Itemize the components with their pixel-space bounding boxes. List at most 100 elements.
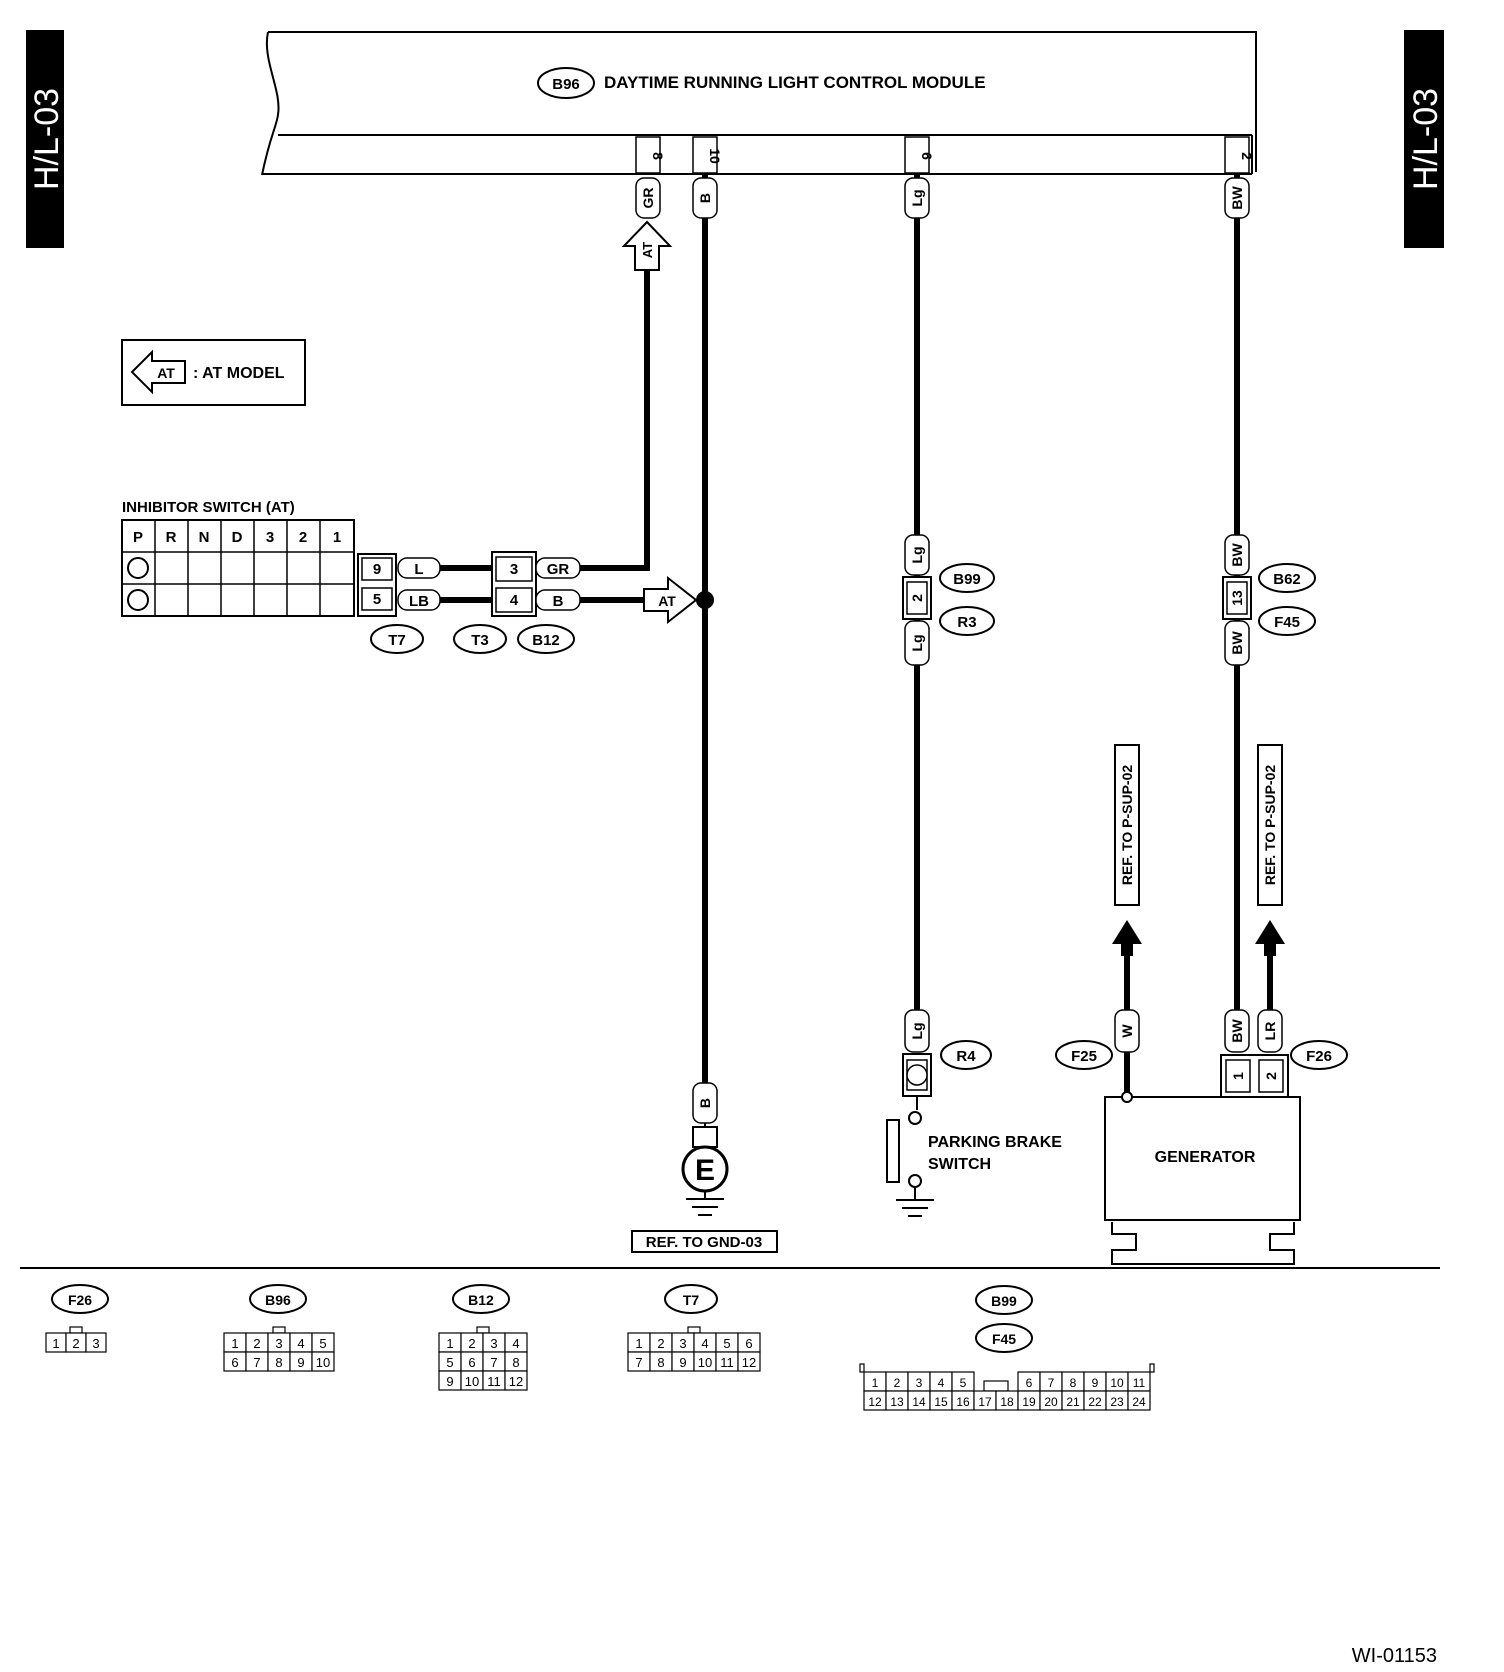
- t7-pin-label: 7: [635, 1355, 642, 1370]
- b99-pin-label: 6: [1026, 1376, 1033, 1390]
- b96-cell: [311, 1351, 335, 1372]
- parking-brake-wire-tag: Lg: [909, 1022, 925, 1039]
- b96-pin-label: 6: [231, 1355, 238, 1370]
- psup-ref-right: REF. TO P-SUP-02: [1255, 744, 1285, 956]
- label-t3: T3: [471, 632, 489, 649]
- ground-symbol: E: [695, 1154, 715, 1187]
- lg-joint: Lg 2 Lg B99 R3: [902, 534, 995, 666]
- pin-6-number: 6: [919, 152, 935, 160]
- b96-pin-label: 1: [231, 1336, 238, 1351]
- b12-pin-label: 1: [446, 1336, 453, 1351]
- inhibitor-connector-labels: T7 T3 B12: [370, 624, 575, 654]
- view-t7-label: T7: [683, 1292, 700, 1308]
- b99-pin-label: 4: [938, 1376, 945, 1390]
- b96-pin-label: 4: [297, 1336, 304, 1351]
- ground-e: B E REF. TO GND-03: [631, 1082, 778, 1253]
- at-arrow-up: AT: [621, 220, 673, 271]
- b99-pin-label: 21: [1066, 1395, 1080, 1409]
- pos-2: 2: [299, 529, 307, 546]
- b96-pin-label: 2: [253, 1336, 260, 1351]
- b99-pin-label: 9: [1092, 1376, 1099, 1390]
- psup-ref-left: REF. TO P-SUP-02: [1112, 744, 1142, 956]
- pin-8-number: 8: [650, 152, 666, 160]
- view-f45-label: F45: [992, 1331, 1016, 1347]
- ground-ref: REF. TO GND-03: [646, 1234, 762, 1251]
- generator-wire-bw: BW: [1229, 1019, 1245, 1043]
- at-legend: AT : AT MODEL: [121, 339, 306, 406]
- b99-latch: [983, 1380, 1009, 1392]
- b99-pin-label: 18: [1000, 1395, 1014, 1409]
- generator-wire-lr: LR: [1262, 1022, 1278, 1041]
- t7-wire-l: L: [414, 561, 423, 578]
- generator: GENERATOR W F25 BW LR 1 2 F26: [1055, 1009, 1348, 1265]
- b12-wire-b: B: [553, 593, 564, 610]
- label-b12: B12: [532, 632, 560, 649]
- b99-pin-label: 1: [872, 1376, 879, 1390]
- view-b99-label: B99: [991, 1293, 1017, 1309]
- view-b12-label: B12: [468, 1292, 494, 1308]
- t7-pin-label: 8: [657, 1355, 664, 1370]
- b99-pin-label: 11: [1133, 1376, 1146, 1390]
- psup-ref-left-text: REF. TO P-SUP-02: [1119, 765, 1135, 886]
- t7-pin-label: 11: [720, 1355, 734, 1370]
- legend-symbol: AT: [157, 365, 175, 381]
- footer-id: WI-01153: [1352, 1645, 1437, 1667]
- t7-pin-label: 9: [679, 1355, 686, 1370]
- b12-pin-label: 8: [512, 1355, 519, 1370]
- label-f25: F25: [1071, 1048, 1097, 1065]
- page-tab-right-text: H/L-03: [1407, 88, 1445, 190]
- t7-connector: 9 5 L LB: [357, 553, 441, 617]
- b12-pin-label: 11: [487, 1374, 501, 1389]
- bw-joint: BW 13 BW B62 F45: [1222, 534, 1316, 666]
- parking-brake-title-1: PARKING BRAKE: [928, 1134, 1062, 1151]
- b99-pin-label: 16: [956, 1395, 970, 1409]
- label-b99: B99: [953, 571, 981, 588]
- pos-n: N: [199, 529, 210, 546]
- t7-pin-label: 6: [745, 1336, 752, 1351]
- generator-wire-w: W: [1119, 1024, 1135, 1038]
- label-r4: R4: [956, 1048, 976, 1065]
- b99-pin-label: 7: [1048, 1376, 1055, 1390]
- at-arrow-right-text: AT: [658, 593, 676, 609]
- b99-pin-label: 13: [890, 1395, 904, 1409]
- b96-latch: [272, 1326, 286, 1334]
- b12-pin-4: 4: [510, 592, 519, 609]
- b99-lock-left: [859, 1363, 865, 1373]
- t7-pin-label: 10: [698, 1355, 712, 1370]
- b12-cell: [504, 1370, 528, 1391]
- b12-pin-label: 6: [468, 1355, 475, 1370]
- b99-pin-label: 24: [1132, 1395, 1146, 1409]
- label-t7: T7: [388, 632, 406, 649]
- b12-pin-label: 12: [509, 1374, 523, 1389]
- t7-pin-label: 2: [657, 1336, 664, 1351]
- b99-pin-label: 10: [1110, 1376, 1124, 1390]
- bw-joint-wire-bottom: BW: [1229, 631, 1245, 655]
- label-b62: B62: [1273, 571, 1301, 588]
- b96-pin-label: 9: [297, 1355, 304, 1370]
- b99-pin-label: 15: [934, 1395, 948, 1409]
- pos-1: 1: [333, 529, 341, 546]
- b99-pin-label: 12: [868, 1395, 882, 1409]
- b12-pin-3: 3: [510, 561, 518, 578]
- pos-p: P: [133, 529, 143, 546]
- b99-pin-label: 2: [894, 1376, 901, 1390]
- label-r3: R3: [957, 614, 976, 631]
- f26-pin-label: 3: [92, 1336, 99, 1351]
- module-box: B96 DAYTIME RUNNING LIGHT CONTROL MODULE: [261, 31, 1257, 176]
- bw-joint-pin: 13: [1229, 590, 1245, 606]
- b99-pin-label: 22: [1088, 1395, 1102, 1409]
- view-b96-label: B96: [265, 1292, 291, 1308]
- label-f45: F45: [1274, 614, 1300, 631]
- at-arrow-up-text: AT: [640, 242, 655, 258]
- ground-wire-tag: B: [697, 1098, 713, 1108]
- legend-text: : AT MODEL: [193, 365, 285, 382]
- b12-pin-label: 9: [446, 1374, 453, 1389]
- page-tab-left-text: H/L-03: [28, 88, 66, 190]
- t7-wire-lb: LB: [409, 593, 429, 610]
- pin-10-number: 10: [707, 148, 723, 164]
- lg-joint-wire-bottom: Lg: [909, 634, 925, 651]
